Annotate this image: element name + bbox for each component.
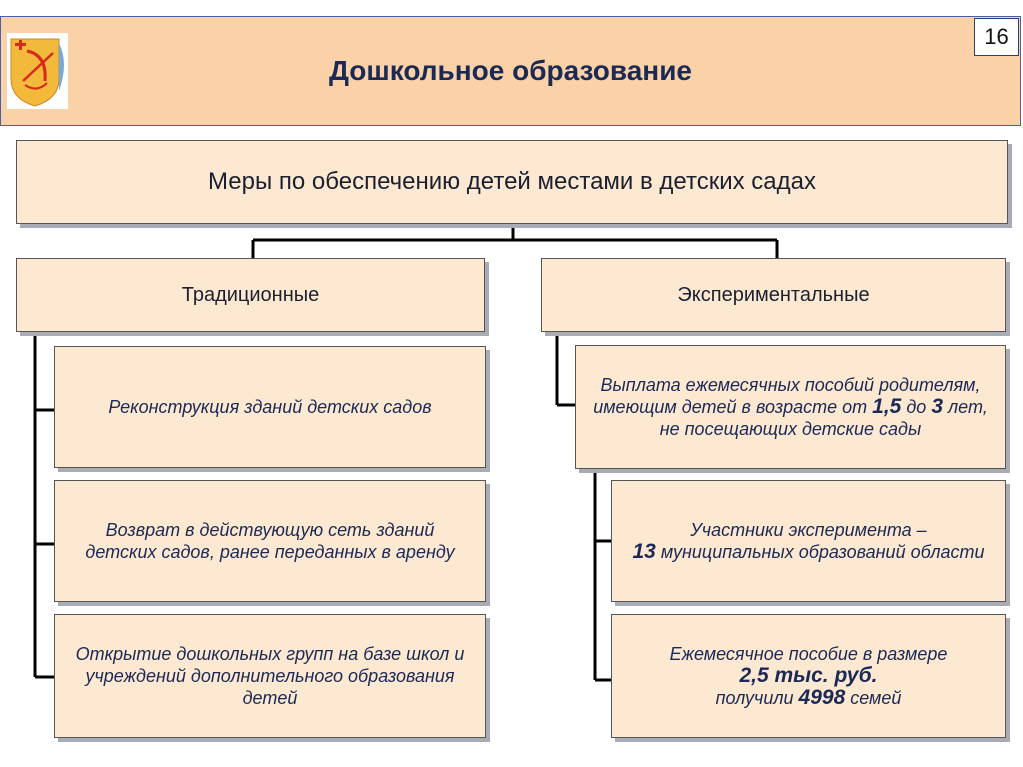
experimental-benefit-text: Выплата ежемесячных пособий родителям, и… (576, 374, 1005, 440)
payment-amount: 2,5 тыс. руб. (739, 664, 878, 687)
participants-count: 13 (632, 540, 656, 563)
benefit-text-part-3: лет, не посещающих детские сады (659, 397, 988, 439)
experimental-payment-box: Ежемесячное пособие в размере 2,5 тыс. р… (611, 614, 1006, 738)
benefit-age-from: 1,5 (872, 395, 902, 418)
root-box: Меры по обеспечению детей местами в детс… (16, 140, 1008, 224)
experimental-participants-box: Участники эксперимента – 13 муниципальны… (611, 480, 1006, 602)
payment-families-count: 4998 (798, 686, 846, 709)
kirov-region-coat-of-arms-icon (7, 33, 68, 109)
traditional-item-1: Реконструкция зданий детских садов (54, 346, 486, 468)
page-title: Дошкольное образование (328, 55, 692, 86)
experimental-box: Экспериментальные (541, 258, 1006, 332)
traditional-label: Традиционные (181, 283, 320, 306)
traditional-item-3: Открытие дошкольных групп на базе школ и… (54, 614, 486, 738)
traditional-item-2: Возврат в действующую сеть зданий детски… (54, 480, 486, 602)
experimental-benefit-box: Выплата ежемесячных пособий родителям, и… (575, 345, 1006, 469)
page-number: 16 (974, 18, 1019, 56)
experimental-participants-text: Участники эксперимента – 13 муниципальны… (619, 519, 999, 563)
traditional-item-1-text: Реконструкция зданий детских садов (108, 397, 432, 417)
payment-text-part-2: получили (715, 688, 799, 708)
experimental-payment-text: Ежемесячное пособие в размере 2,5 тыс. р… (656, 643, 962, 709)
payment-text-part-3: семей (845, 688, 902, 708)
benefit-age-to: 3 (931, 395, 944, 418)
benefit-text-part-2: до (901, 397, 932, 417)
slide-header (0, 16, 1021, 126)
participants-text-part-2: муниципальных образований области (655, 542, 985, 562)
root-label: Меры по обеспечению детей местами в детс… (208, 168, 816, 195)
payment-text-part-1: Ежемесячное пособие в размере (669, 644, 948, 664)
traditional-item-2-text: Возврат в действующую сеть зданий детски… (85, 520, 455, 562)
traditional-box: Традиционные (16, 258, 485, 332)
benefit-text-part-1: Выплата ежемесячных пособий родителям, и… (593, 375, 981, 417)
participants-text-part-1: Участники эксперимента – (690, 520, 927, 540)
traditional-item-3-text: Открытие дошкольных групп на базе школ и… (75, 644, 465, 708)
experimental-label: Экспериментальные (677, 283, 870, 306)
